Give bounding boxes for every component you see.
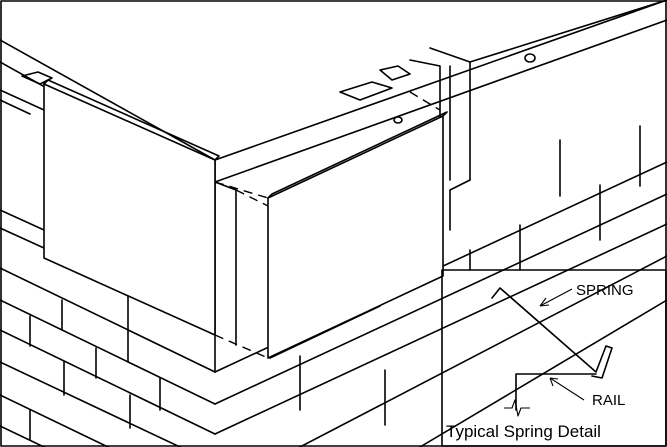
- spring-label: SPRING: [576, 282, 634, 299]
- corner-section: [393, 0, 667, 231]
- fastener-hole-2: [393, 116, 403, 124]
- rail-profile: [515, 373, 597, 411]
- alignment-dash-back: [409, 91, 441, 111]
- left-wall-bricks: [0, 209, 216, 447]
- spring-profile: [491, 287, 613, 379]
- break-symbol: [504, 399, 530, 417]
- detail-caption: Typical Spring Detail: [446, 422, 601, 441]
- left-coping-panel: [43, 83, 216, 336]
- alignment-dash-mid: [235, 189, 269, 207]
- rail-leader: [549, 377, 585, 401]
- alignment-dash-top: [214, 181, 269, 199]
- clip-tabs: [21, 65, 411, 101]
- right-coping-panel: [267, 115, 444, 359]
- spring-leader: [539, 288, 573, 307]
- rail-label: RAIL: [592, 392, 625, 409]
- spring-detail-inset: [441, 269, 667, 447]
- fastener-hole: [524, 53, 536, 63]
- inset-border: [441, 269, 667, 447]
- alignment-dash-bottom: [214, 334, 269, 359]
